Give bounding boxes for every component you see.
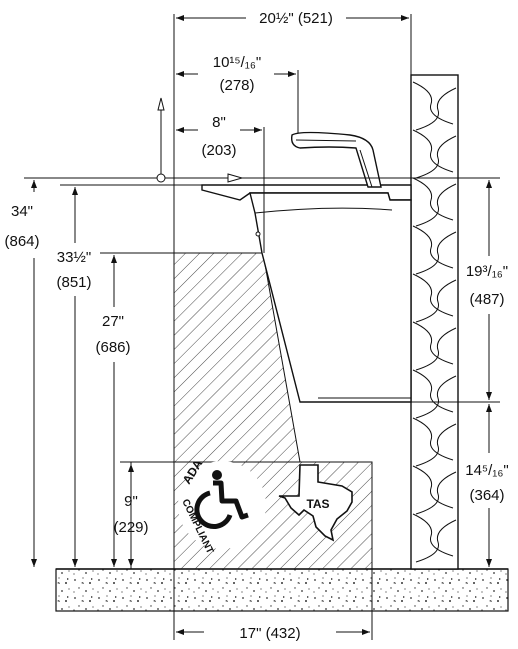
dim-depth-spout-mm: (278) — [219, 77, 254, 94]
dim-lower-mount-mm: (364) — [469, 487, 504, 504]
dim-depth-spout-in: 10¹⁵/₁₆" — [213, 54, 262, 71]
dim-depth-knee-in: 8" — [212, 114, 226, 131]
dim-toe-height-in: 9" — [124, 493, 138, 510]
dim-spout-height-in: 33½" — [57, 249, 92, 266]
dimension-lines — [31, 15, 492, 635]
dim-depth-total: 20½" (521) — [259, 10, 333, 27]
dimension-labels: 20½" (521) 10¹⁵/₁₆" (278) 8" (203) 34" (… — [4, 10, 508, 642]
dim-upper-mount-mm: (487) — [469, 291, 504, 308]
tas-badge: TAS — [278, 464, 353, 542]
toe-clearance-outline — [130, 461, 373, 570]
dim-knee-height-mm: (686) — [95, 339, 130, 356]
extension-lines — [24, 14, 500, 640]
fountain-unit — [201, 131, 412, 403]
dim-spout-height-mm: (851) — [56, 274, 91, 291]
texas-outline-icon — [278, 464, 353, 542]
wheelchair-icon — [194, 470, 249, 530]
dim-rim-height-mm: (864) — [4, 233, 39, 250]
dim-lower-mount-in: 14⁵/₁₆" — [465, 462, 509, 479]
tas-label: TAS — [306, 497, 329, 511]
dim-depth-knee-mm: (203) — [201, 142, 236, 159]
wall-section — [410, 74, 459, 570]
dim-toe-height-mm: (229) — [113, 519, 148, 536]
dim-rim-height-in: 34" — [11, 203, 33, 220]
floor-slab — [55, 568, 509, 612]
dim-knee-height-in: 27" — [102, 313, 124, 330]
dim-toe-depth: 17" (432) — [239, 625, 300, 642]
dim-upper-mount-in: 19³/₁₆" — [466, 263, 508, 280]
